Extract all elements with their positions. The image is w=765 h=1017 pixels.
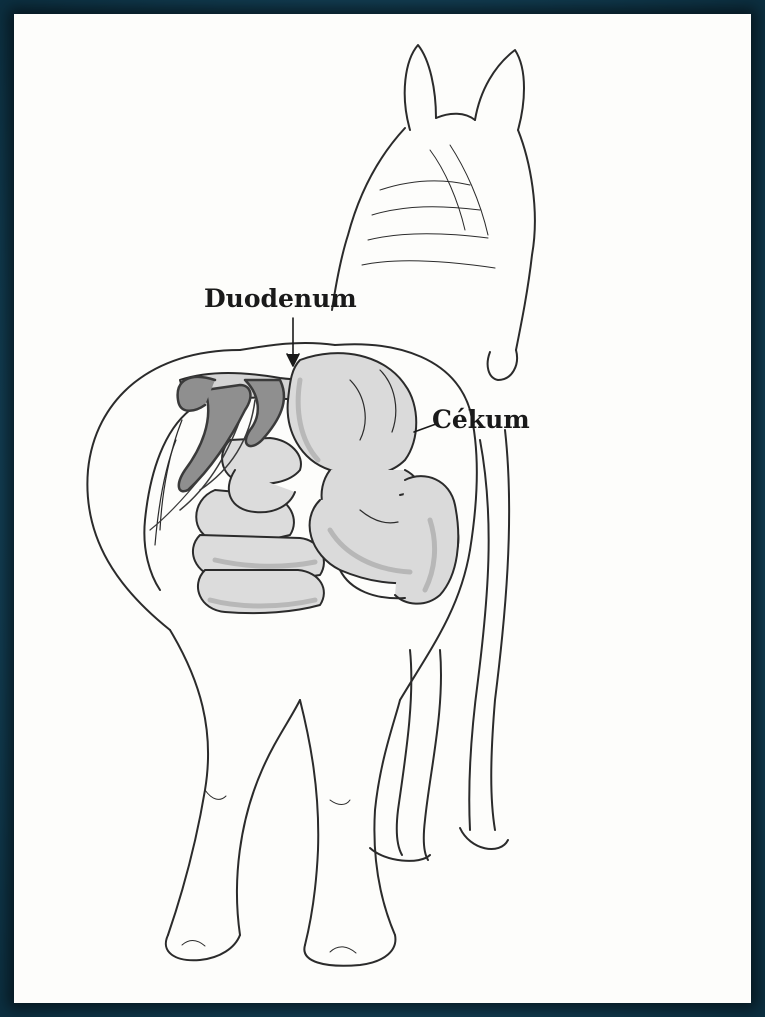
cekum-label: Cékum [432,405,530,434]
horse-hind-legs [166,630,400,966]
horse-head [332,45,535,380]
duodenum-label: Duodenum [204,284,357,313]
